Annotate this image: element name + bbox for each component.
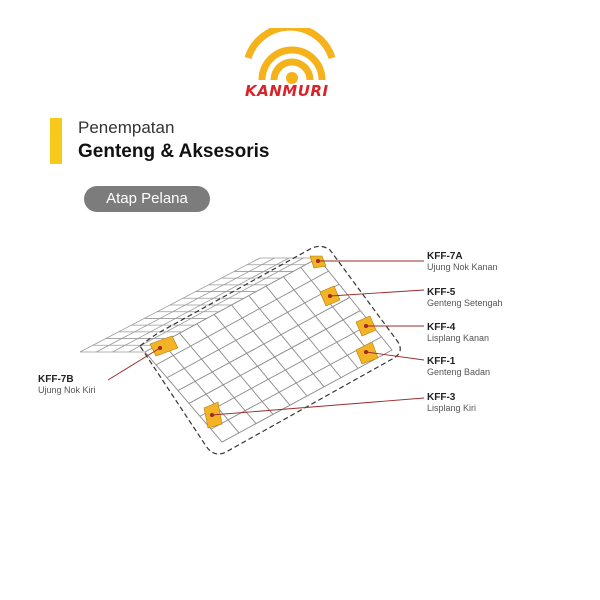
tile-column-line	[96, 257, 275, 353]
tile-column-line	[231, 304, 308, 397]
left-roof-slope	[79, 257, 319, 353]
tile-column-line	[161, 342, 240, 434]
roof-type-badge: Atap Pelana	[84, 186, 210, 212]
slope-outline	[139, 245, 401, 455]
brand-name: KANMURI	[245, 82, 329, 100]
tile-column-line	[128, 257, 304, 353]
page-title-line2: Genteng & Aksesoris	[78, 141, 270, 162]
callout-kff-7a: KFF-7A Ujung Nok Kanan	[427, 251, 498, 272]
tile-column-line	[283, 276, 359, 369]
right-roof-slope	[144, 257, 393, 443]
callout-desc: Genteng Badan	[427, 367, 491, 377]
tile-column-line	[248, 295, 325, 388]
page-title-line1: Penempatan	[78, 118, 175, 137]
callout-code: KFF-7A	[427, 251, 463, 262]
callout-kff-4: KFF-4 Lisplang Kanan	[427, 322, 489, 343]
title-accent-bar	[50, 118, 62, 164]
callout-code: KFF-3	[427, 392, 456, 403]
callout-kff-5: KFF-5 Genteng Setengah	[427, 287, 503, 308]
callout-kff-7b: KFF-7B Ujung Nok Kiri	[38, 374, 96, 395]
callout-kff-3: KFF-3 Lisplang Kiri	[427, 392, 476, 413]
kanmuri-logo-icon	[244, 28, 336, 84]
callout-code: KFF-5	[427, 287, 456, 298]
callout-desc: Lisplang Kanan	[427, 333, 490, 343]
callout-kff-1: KFF-1 Genteng Badan	[427, 356, 490, 377]
callout-code: KFF-7B	[38, 374, 74, 385]
leader-kff-5	[329, 289, 425, 297]
tile-column-line	[265, 285, 342, 378]
callout-desc: Lisplang Kiri	[427, 403, 477, 413]
leader-kff-1	[365, 351, 425, 361]
tile-column-line	[112, 257, 290, 353]
callout-desc: Genteng Setengah	[427, 298, 503, 308]
tile-column-line	[196, 323, 274, 415]
callout-code: KFF-1	[427, 356, 456, 367]
leader-kff-3	[211, 397, 425, 416]
tile-column-line	[179, 332, 257, 424]
callout-desc: Ujung Nok Kiri	[38, 385, 96, 395]
tile-column-line	[300, 267, 376, 360]
callout-desc: Ujung Nok Kanan	[427, 262, 498, 272]
leader-kff-7b	[107, 347, 161, 381]
tile-column-line	[213, 314, 291, 406]
callout-code: KFF-4	[427, 322, 456, 333]
